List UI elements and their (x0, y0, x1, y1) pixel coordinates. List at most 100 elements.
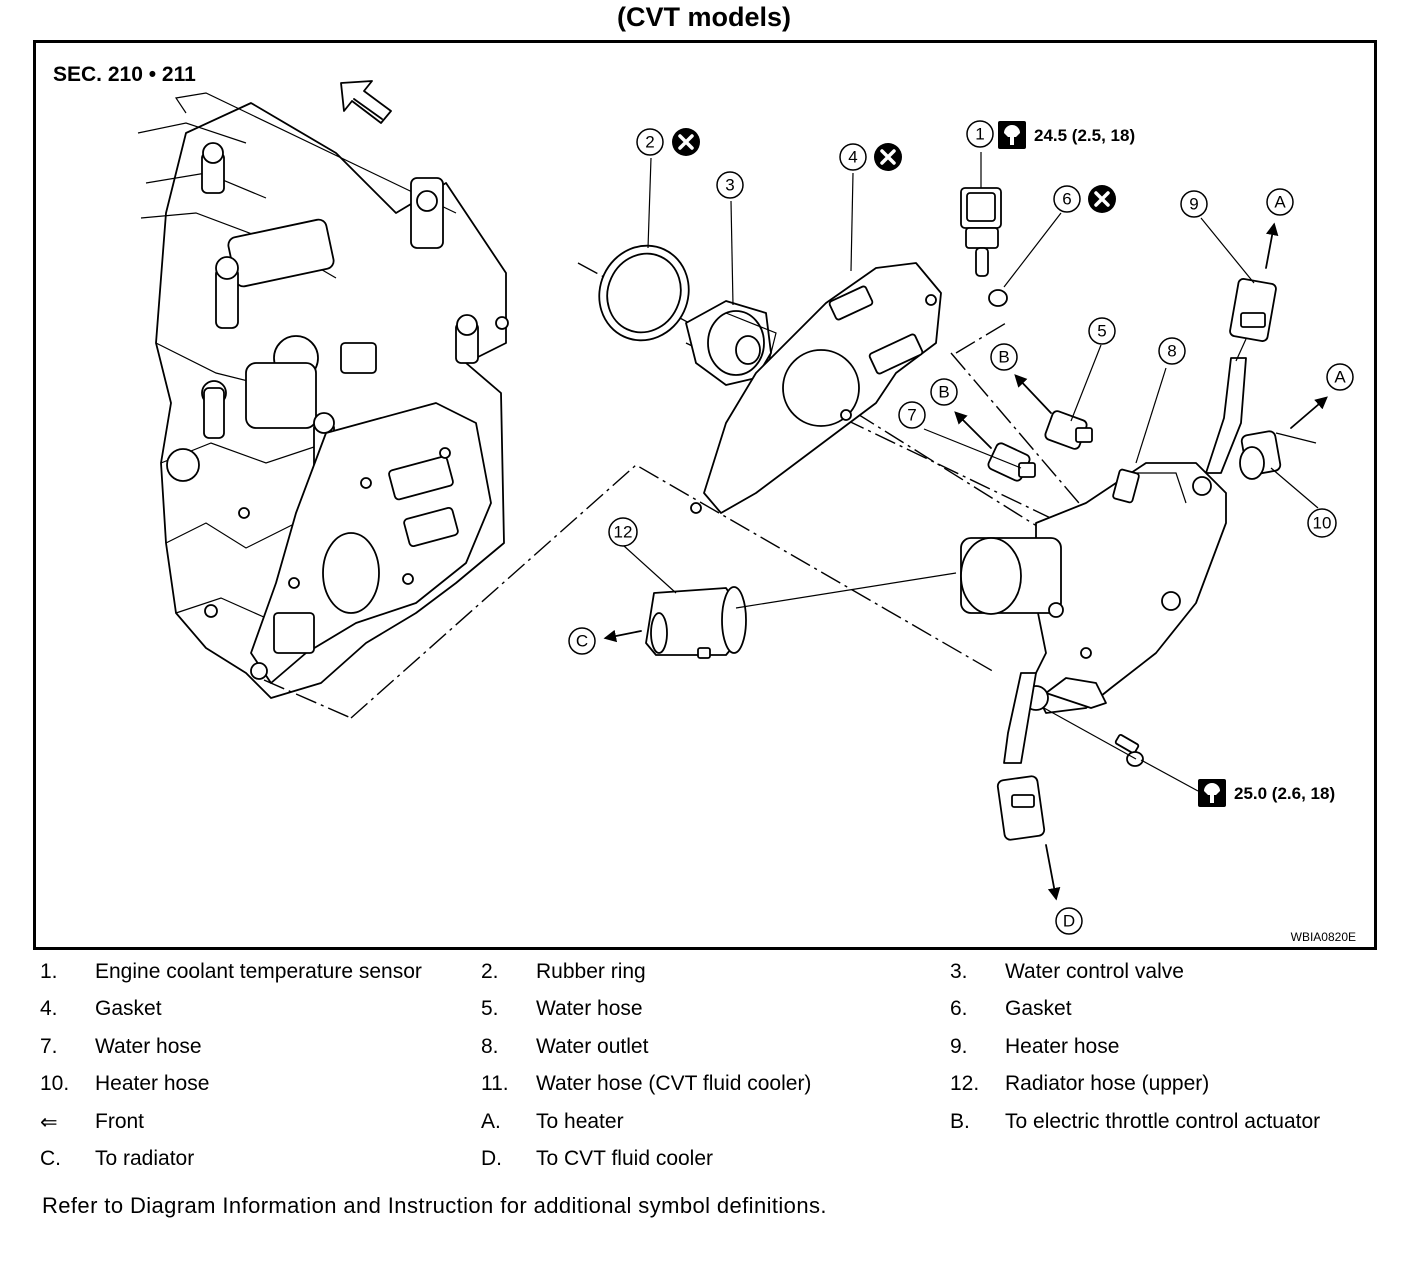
destination-a-heater-hose-10: A (1326, 363, 1354, 391)
callout-4: 4 (839, 143, 867, 171)
torque-wrench-icon (1198, 779, 1226, 807)
water-hose-5-drawing (1044, 410, 1093, 450)
legend-key: 8. (481, 1034, 499, 1058)
legend-key: 9. (950, 1034, 968, 1058)
svg-text:6: 6 (1062, 190, 1071, 209)
legend-key: 5. (481, 997, 499, 1021)
legend-key: 3. (950, 960, 968, 983)
legend-row: 1. Engine coolant temperature sensor 2. … (40, 960, 1380, 997)
svg-text:1: 1 (975, 125, 984, 144)
legend-key: A. (481, 1109, 501, 1133)
legend-key: 6. (950, 997, 968, 1021)
legend-key: 7. (40, 1034, 58, 1058)
callout-1: 1 (966, 120, 994, 148)
legend-text: Water control valve (1005, 960, 1184, 983)
radiator-hose-drawing (645, 586, 747, 659)
legend-text: Engine coolant temperature sensor (95, 960, 422, 983)
coolant-temperature-sensor-drawing (960, 187, 1008, 307)
engine-block-drawing (137, 92, 509, 699)
diagram-drawing: 1 2 3 4 5 6 7 8 (137, 80, 1354, 935)
legend-key: 12. (950, 1072, 980, 1096)
legend-key: 2. (481, 960, 499, 983)
heater-hose-9-drawing (1205, 278, 1277, 474)
callout-9: 9 (1180, 190, 1208, 218)
legend-key: 1. (40, 960, 58, 983)
svg-text:D: D (1063, 912, 1075, 931)
legend-text: Water outlet (536, 1034, 649, 1058)
diagram-frame: 1 2 3 4 5 6 7 8 (33, 40, 1377, 950)
svg-text:24.5 (2.5, 18): 24.5 (2.5, 18) (1034, 126, 1135, 145)
callout-10: 10 (1307, 508, 1337, 538)
legend-row: C. To radiator D. To CVT fluid cooler (40, 1147, 1380, 1184)
legend-text: Gasket (1005, 997, 1072, 1021)
svg-text:12: 12 (614, 523, 633, 542)
svg-text:5: 5 (1097, 322, 1106, 341)
svg-text:2: 2 (645, 133, 654, 152)
section-label: SEC. 210 • 211 (53, 63, 196, 86)
legend-key: D. (481, 1146, 502, 1170)
cvt-cooler-hose-drawing (996, 672, 1046, 841)
legend-text: To heater (536, 1109, 624, 1133)
legend-text: Water hose (95, 1034, 202, 1058)
callout-5: 5 (1088, 317, 1116, 345)
legend-key: ⇐ (40, 1110, 58, 1134)
legend-row: 10. Heater hose 11. Water hose (CVT flui… (40, 1072, 1380, 1109)
replace-icon (672, 128, 700, 156)
svg-text:10: 10 (1313, 514, 1332, 533)
heater-hose-10-drawing (1239, 430, 1317, 480)
destination-a-heater-hose-9: A (1266, 188, 1294, 216)
callout-7: 7 (898, 401, 926, 429)
destination-b-water-hose-7: B (930, 378, 958, 406)
legend-key: 4. (40, 997, 58, 1021)
water-outlet-drawing (960, 462, 1227, 714)
front-arrow-icon (340, 80, 392, 124)
legend-key: 10. (40, 1072, 70, 1096)
svg-text:3: 3 (725, 176, 734, 195)
legend-text: Rubber ring (536, 960, 646, 983)
footer-note: Refer to Diagram Information and Instruc… (42, 1193, 827, 1218)
legend-text: Water hose (CVT fluid cooler) (536, 1072, 812, 1096)
legend-key: C. (40, 1146, 61, 1170)
callout-2: 2 (636, 128, 664, 156)
legend-row: 7. Water hose 8. Water outlet 9. Heater … (40, 1035, 1380, 1072)
svg-text:7: 7 (907, 406, 916, 425)
destination-d-cvt-cooler: D (1055, 907, 1083, 935)
legend-text: To radiator (95, 1146, 195, 1170)
legend-text: Radiator hose (upper) (1005, 1072, 1210, 1096)
svg-text:A: A (1334, 368, 1346, 387)
torque-spec-sensor: 24.5 (2.5, 18) (998, 121, 1135, 149)
svg-text:8: 8 (1167, 342, 1176, 361)
svg-text:A: A (1274, 193, 1286, 212)
rubber-ring-drawing (598, 244, 690, 342)
legend-text: Water hose (536, 997, 643, 1021)
water-hose-7-drawing (987, 442, 1036, 482)
callout-8: 8 (1158, 337, 1186, 365)
legend-row: ⇐ Front A. To heater B. To electric thro… (40, 1110, 1380, 1147)
legend-row: 4. Gasket 5. Water hose 6. Gasket (40, 997, 1380, 1034)
legend: 1. Engine coolant temperature sensor 2. … (40, 960, 1380, 1184)
legend-text: To CVT fluid cooler (536, 1146, 714, 1170)
destination-c-radiator: C (568, 627, 596, 655)
torque-spec-outlet-bolt: 25.0 (2.6, 18) (1198, 779, 1335, 807)
legend-key: 11. (481, 1072, 509, 1096)
legend-text: Front (95, 1109, 145, 1133)
legend-text: Heater hose (1005, 1034, 1120, 1058)
svg-text:25.0 (2.6, 18): 25.0 (2.6, 18) (1234, 784, 1335, 803)
legend-text: Heater hose (95, 1072, 210, 1096)
legend-text: To electric throttle control actuator (1005, 1109, 1321, 1133)
torque-wrench-icon (998, 121, 1026, 149)
destination-b-water-hose-5: B (990, 343, 1018, 371)
image-code: WBIA0820E (1290, 930, 1356, 944)
callout-6: 6 (1053, 185, 1081, 213)
callout-3: 3 (716, 171, 744, 199)
svg-text:C: C (576, 632, 588, 651)
replace-icon (874, 143, 902, 171)
page-title: (CVT models) (616, 2, 791, 32)
legend-text: Gasket (95, 997, 162, 1021)
svg-text:B: B (938, 383, 949, 402)
callout-12: 12 (608, 517, 638, 547)
replace-icon (1088, 185, 1116, 213)
svg-text:9: 9 (1189, 195, 1198, 214)
legend-key: B. (950, 1109, 970, 1133)
svg-text:B: B (998, 348, 1009, 367)
